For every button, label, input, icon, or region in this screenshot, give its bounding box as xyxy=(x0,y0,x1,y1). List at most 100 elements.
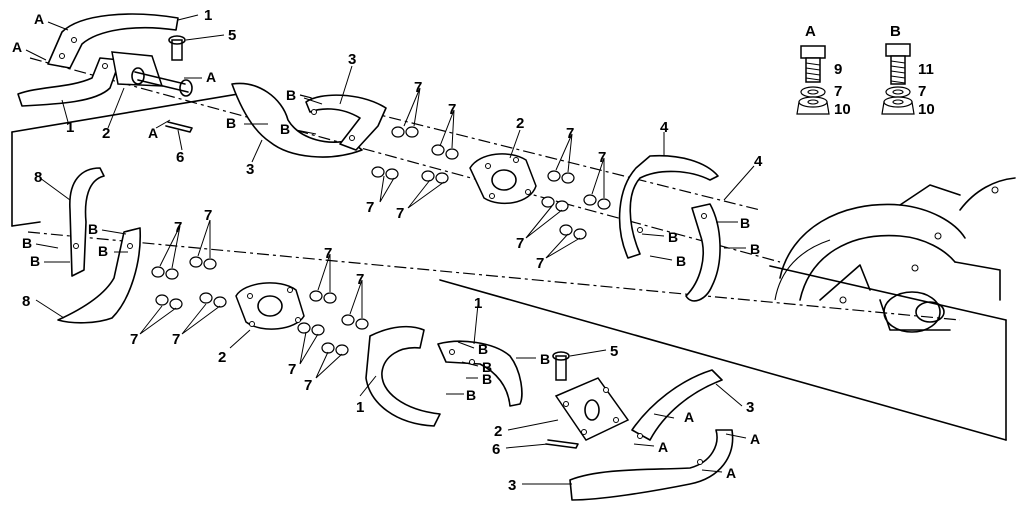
legend-b-lockwasher: 7 xyxy=(918,83,926,100)
callout-3: 3 xyxy=(508,477,516,494)
callout-1: 1 xyxy=(474,295,482,312)
callout-a: A xyxy=(750,431,760,447)
bolt-icon xyxy=(800,45,826,83)
lockwasher-nut-clusters xyxy=(151,126,611,356)
callout-1: 1 xyxy=(66,119,74,136)
callout-5: 5 xyxy=(610,343,618,360)
callout-7: 7 xyxy=(566,125,574,142)
callout-a: A xyxy=(12,39,22,55)
callout-7: 7 xyxy=(536,255,544,272)
hairpin-6-lower xyxy=(545,439,579,449)
callout-8: 8 xyxy=(34,169,42,186)
bolt-icon xyxy=(885,43,911,85)
hub-flange-2-lower xyxy=(235,282,305,330)
nut-icon xyxy=(881,96,915,115)
callout-b: B xyxy=(676,253,686,269)
tine-3-lower-upper xyxy=(631,369,723,441)
callout-b: B xyxy=(98,243,108,259)
tine-1-lower-left xyxy=(365,325,441,427)
callout-7: 7 xyxy=(448,101,456,118)
upper-tine-assembly xyxy=(17,13,721,302)
callout-b: B xyxy=(668,229,678,245)
hairpin-6-upper xyxy=(165,121,193,133)
tine-1-lower xyxy=(17,57,121,107)
callout-7: 7 xyxy=(324,245,332,262)
mount-plate-2-upper xyxy=(111,51,164,87)
callout-7: 7 xyxy=(598,149,606,166)
callout-b: B xyxy=(466,387,476,403)
callout-2: 2 xyxy=(494,423,502,440)
nut-icon xyxy=(796,96,830,115)
hardware-legend: A 9 7 10 B 11 7 xyxy=(796,23,935,118)
callout-a: A xyxy=(148,125,158,141)
callout-7: 7 xyxy=(396,205,404,222)
callout-7: 7 xyxy=(174,219,182,236)
callout-b: B xyxy=(280,121,290,137)
callout-2: 2 xyxy=(102,125,110,142)
hub-flange-2-upper xyxy=(469,153,537,205)
callout-b: B xyxy=(750,241,760,257)
callout-2: 2 xyxy=(218,349,226,366)
callout-b: B xyxy=(740,215,750,231)
callout-b: B xyxy=(226,115,236,131)
callout-1: 1 xyxy=(204,7,212,24)
callout-b: B xyxy=(478,341,488,357)
callout-7: 7 xyxy=(356,271,364,288)
tiller-transmission-housing xyxy=(774,177,1016,333)
callout-8: 8 xyxy=(22,293,30,310)
callout-b: B xyxy=(30,253,40,269)
callout-4: 4 xyxy=(754,153,763,170)
legend-a-nut: 10 xyxy=(834,101,851,118)
callout-b: B xyxy=(482,359,492,375)
callout-b: B xyxy=(540,351,550,367)
lower-tine-assembly xyxy=(57,167,734,501)
lockwasher-icon xyxy=(885,86,911,98)
tine-1-upper xyxy=(47,13,179,69)
callout-b: B xyxy=(286,87,296,103)
callout-3: 3 xyxy=(348,51,356,68)
callout-7: 7 xyxy=(172,331,180,348)
callout-a: A xyxy=(658,439,668,455)
callout-7: 7 xyxy=(366,199,374,216)
lockwasher-icon xyxy=(800,86,826,98)
callout-b: B xyxy=(482,371,492,387)
callout-7: 7 xyxy=(516,235,524,252)
callout-b: B xyxy=(22,235,32,251)
tine-3-lower-lower xyxy=(569,429,734,501)
callout-7: 7 xyxy=(288,361,296,378)
legend-b-bolt: 11 xyxy=(918,61,934,78)
clevis-pin-5-upper xyxy=(171,39,183,61)
legend-b-nut: 10 xyxy=(918,101,935,118)
callout-6: 6 xyxy=(176,149,184,166)
callout-a: A xyxy=(206,69,216,85)
callout-7: 7 xyxy=(304,377,312,394)
callout-3: 3 xyxy=(246,161,254,178)
mount-plate-2-lower xyxy=(554,377,630,441)
legend-a-lockwasher: 7 xyxy=(834,83,842,100)
callout-a: A xyxy=(684,409,694,425)
tine-3-upper xyxy=(231,82,363,158)
callout-6: 6 xyxy=(492,441,500,458)
callout-b: B xyxy=(88,221,98,237)
legend-a-bolt: 9 xyxy=(834,61,842,78)
tine-1-lower-right xyxy=(437,340,523,407)
callout-5: 5 xyxy=(228,27,236,44)
callout-a: A xyxy=(726,465,736,481)
tine-4-right xyxy=(685,203,721,302)
callout-7: 7 xyxy=(204,207,212,224)
callout-a: A xyxy=(34,11,44,27)
callout-3: 3 xyxy=(746,399,754,416)
callout-4: 4 xyxy=(660,119,669,136)
callout-1: 1 xyxy=(356,399,364,416)
legend-a-header: A xyxy=(805,23,816,40)
clevis-pin-5-lower xyxy=(555,355,567,381)
callout-2: 2 xyxy=(516,115,524,132)
callout-leaders xyxy=(25,14,755,485)
tine-8-upper xyxy=(69,167,105,277)
part-callouts: 1 5 1 2 6 3 3 2 4 4 8 8 2 1 1 5 2 6 3 3 … xyxy=(12,7,763,494)
tine-3-upper-b xyxy=(305,94,387,151)
tine-4-left xyxy=(618,154,719,259)
callout-7: 7 xyxy=(130,331,138,348)
legend-b-header: B xyxy=(890,23,901,40)
